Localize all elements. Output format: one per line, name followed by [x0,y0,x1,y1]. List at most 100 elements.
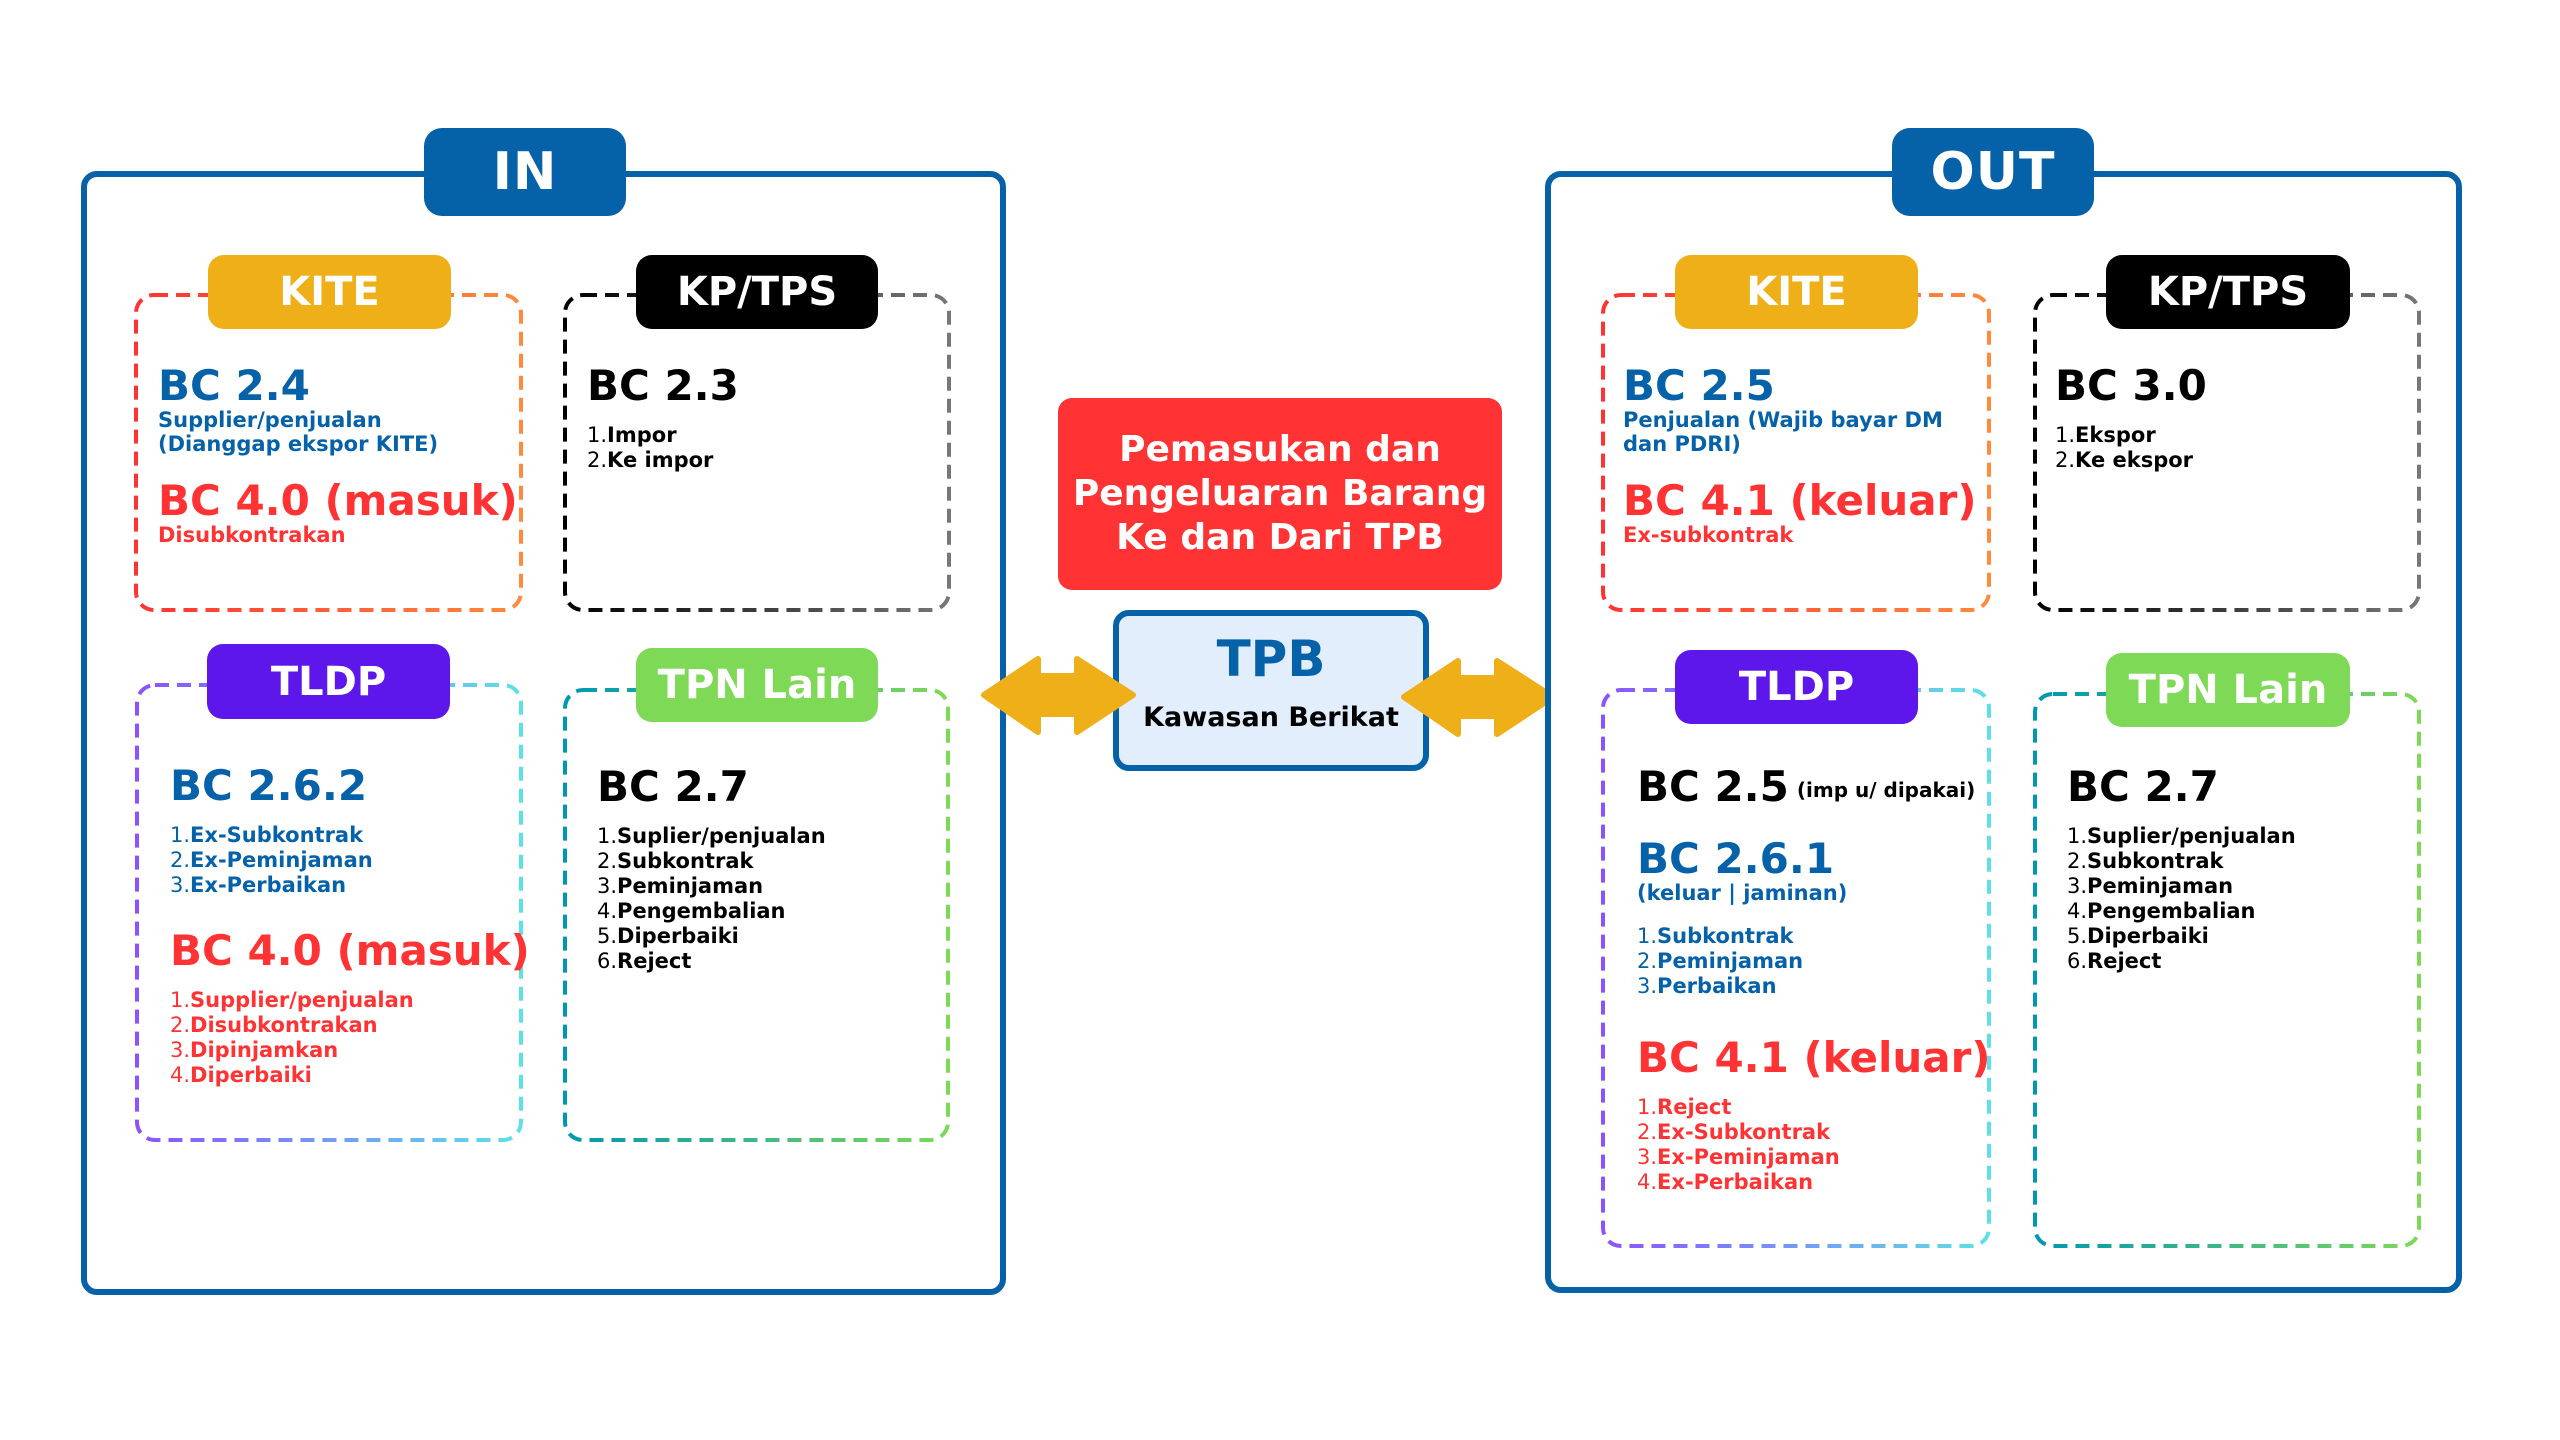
list-item-text: Disubkontrakan [190,1013,378,1038]
double-arrow-icon [1401,658,1556,737]
list-item: 1.Supplier/penjualan [170,988,530,1013]
out-tpn-tab: TPN Lain [2106,653,2350,727]
list-item-number: 3. [170,873,191,898]
list-item-number: 1. [597,824,618,849]
list-item-number: 2. [2067,849,2088,874]
list-item-text: Peminjaman [1657,948,1804,973]
title-line-2: Pengeluaran Barang [1072,473,1488,514]
in-kptps-doc: BC 2.3 [587,361,739,410]
list-item: 2.Ex-Subkontrak [1637,1120,1991,1145]
in-tpn-border [563,688,950,1142]
list-item: 2.Ke impor [587,448,739,473]
in-tldp-border [135,683,523,1142]
list-item: 2.Subkontrak [597,849,826,874]
list-item-number: 1. [170,823,191,848]
list-item-number: 2. [597,849,618,874]
list-item-number: 6. [597,949,618,974]
list-item: 1.Ekspor [2055,423,2207,448]
list-item-text: Pengembalian [617,899,786,924]
tpb-sublabel: Kawasan Berikat [1143,702,1399,733]
list-item-number: 1. [1637,1095,1658,1120]
dashed-border [563,688,950,1142]
list-item-text: Ke ekspor [2075,448,2194,473]
in-kite-doc1-desc: Supplier/penjualan (Dianggap ekspor KITE… [158,408,439,456]
list-item-text: Perbaikan [1657,973,1777,998]
in-kite-box: BC 2.4 Supplier/penjualan (Dianggap eksp… [134,293,523,612]
list-item-number: 3. [2067,874,2088,899]
list-item-number: 3. [1637,1145,1658,1170]
out-tldp-doc0-note: (imp u/ dipakai) [1796,777,1976,802]
list-item: 1.Impor [587,423,739,448]
out-kptps-border [2033,293,2421,612]
out-kite-doc2-desc: Ex-subkontrak [1623,523,1794,548]
out-tldp-doc2: BC 4.1 (keluar) [1637,1032,1991,1082]
in-tldp-doc2: BC 4.0 (masuk) [170,926,530,976]
list-item-number: 6. [2067,949,2088,974]
out-tldp-border [1601,688,1991,1248]
list-item-text: Ex-Perbaikan [190,873,347,898]
list-item-number: 3. [597,874,618,899]
list-item-text: Subkontrak [617,849,754,874]
list-item-number: 1. [2055,423,2076,448]
title-line-3: Ke dan Dari TPB [1116,517,1444,558]
list-item: 3.Dipinjamkan [170,1038,530,1063]
list-item-number: 1. [170,988,191,1013]
list-item-text: Diperbaiki [2087,924,2209,949]
list-item-number: 4. [170,1063,191,1088]
list-item-text: Peminjaman [617,874,764,899]
list-item-text: Reject [2087,949,2162,974]
in-label: IN [424,128,626,216]
dashed-border [134,293,523,612]
in-tldp-doc1: BC 2.6.2 [170,761,368,810]
list-item-text: Ex-Perbaikan [1657,1170,1814,1195]
list-item-text: Supplier/penjualan [190,988,414,1013]
in-kptps-border [563,293,951,612]
out-kptps-doc: BC 3.0 [2055,361,2207,410]
list-item-text: Suplier/penjualan [2087,824,2296,849]
list-item: 6.Reject [2067,949,2296,974]
list-item-number: 1. [1637,923,1658,948]
list-item-number: 4. [597,899,618,924]
out-kite-border [1601,293,1991,612]
list-item-text: Ekspor [2075,423,2156,448]
left-arrow-shape [981,656,1136,735]
list-item-number: 5. [597,924,618,949]
list-item: 4.Pengembalian [2067,899,2296,924]
out-tldp-doc0-code: BC 2.5 [1637,762,1789,811]
list-item-number: 3. [1637,973,1658,998]
list-item: 6.Reject [597,949,826,974]
list-item: 1.Suplier/penjualan [597,824,826,849]
list-item-number: 5. [2067,924,2088,949]
list-item-text: Reject [617,949,692,974]
list-item-number: 2. [170,848,191,873]
list-item: 4.Pengembalian [597,899,826,924]
list-item-number: 1. [2067,824,2088,849]
list-item-text: Diperbaiki [617,924,739,949]
out-label: OUT [1892,128,2094,216]
out-tldp-doc1-note: (keluar | jaminan) [1637,881,1848,906]
list-item: 3.Peminjaman [2067,874,2296,899]
list-item: 4.Diperbaiki [170,1063,530,1088]
out-kite-tab: KITE [1675,255,1918,329]
out-kite-doc1: BC 2.5 [1623,361,1775,410]
list-item: 1.Ex-Subkontrak [170,823,530,848]
out-kptps-tab: KP/TPS [2106,255,2350,329]
in-kite-tab: KITE [208,255,451,329]
list-item-number: 2. [1637,1120,1658,1145]
list-item-number: 4. [1637,1170,1658,1195]
in-kite-doc1: BC 2.4 [158,361,310,410]
in-frame [81,171,1006,1295]
out-kite-box: BC 2.5 Penjualan (Wajib bayar DM dan PDR… [1601,293,1991,612]
list-item-text: Reject [1657,1095,1732,1120]
out-tldp-box: BC 2.5(imp u/ dipakai) BC 2.6.1 (keluar … [1601,688,1991,1248]
dashed-border [1601,293,1991,612]
list-item-number: 1. [587,423,608,448]
list-item-number: 2. [2055,448,2076,473]
